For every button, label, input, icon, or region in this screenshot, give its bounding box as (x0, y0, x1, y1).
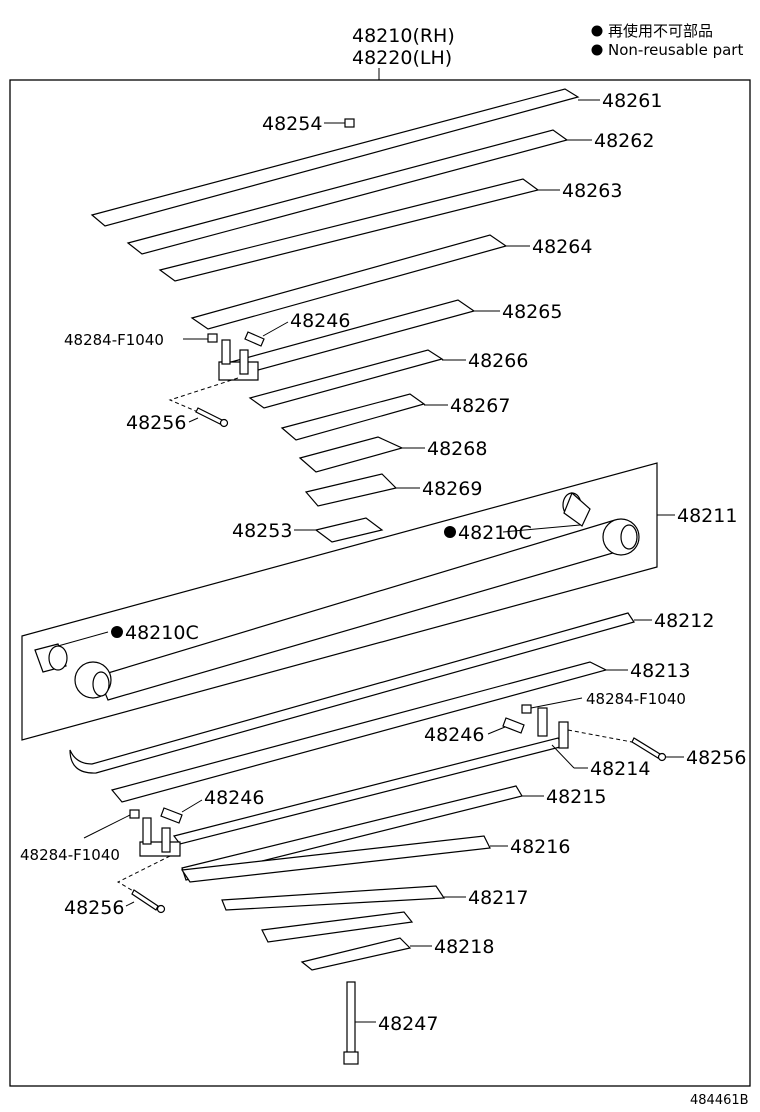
bushing-48210c-left (48, 645, 68, 671)
label-48217: 48217 (468, 887, 528, 909)
leader-48246-lower (181, 799, 203, 813)
leaf-48269 (304, 473, 398, 507)
leaf-48213 (110, 661, 608, 803)
figure-id: 484461B (690, 1093, 749, 1108)
pin-48246-right (502, 717, 525, 734)
label-48262: 48262 (594, 130, 654, 152)
main-leaf-eye-right-hole (620, 524, 638, 550)
leader-48214 (551, 744, 575, 769)
bolt-48256-upper (195, 407, 223, 425)
leaf-48212 (69, 612, 635, 774)
label-48246-lower: 48246 (204, 787, 264, 809)
dash-48256-upper (168, 377, 239, 416)
leaf-48268 (298, 436, 404, 473)
main-leaf-eye-left-hole (92, 671, 110, 697)
label-48211: 48211 (677, 505, 737, 527)
label-48246-right: 48246 (424, 724, 484, 746)
leaf-48217 (221, 885, 446, 911)
diagram-frame (9, 79, 751, 1087)
leader-48210c-right (502, 524, 581, 533)
center-bolt-48247-head (343, 1051, 359, 1065)
pin-48246-lower (160, 807, 183, 824)
bushing-48210c-right-body (563, 491, 591, 527)
leader-48256-upper (188, 417, 199, 423)
title-lh: 48220(LH) (352, 47, 452, 69)
non-reusable-dot-icon (591, 44, 603, 56)
non-reusable-dot-icon (444, 526, 456, 538)
center-bolt-48247 (346, 981, 356, 1055)
bolt-48256-lower (131, 889, 159, 911)
leaf-48216 (180, 835, 491, 883)
label-48213: 48213 (630, 660, 690, 682)
leader-48210c-left (57, 631, 109, 647)
clip-lower-left-ear (161, 827, 171, 853)
leaf-48218 (300, 937, 412, 971)
non-reusable-dot-icon (591, 25, 603, 37)
label-48284-right: 48284-F1040 (586, 690, 686, 708)
plate-48253 (314, 517, 384, 543)
label-48264: 48264 (532, 236, 592, 258)
label-48256-upper: 48256 (126, 412, 186, 434)
leaf-48267 (280, 393, 426, 441)
dash-48256-lower (116, 855, 171, 893)
label-48216: 48216 (510, 836, 570, 858)
title-rh: 48210(RH) (352, 25, 455, 47)
non-reusable-dot-icon (111, 626, 123, 638)
leader-48284-right (530, 697, 583, 709)
label-48267: 48267 (450, 395, 510, 417)
label-48254: 48254 (262, 113, 322, 135)
nut-48284-lower (129, 809, 140, 819)
leader-48246-upper (262, 321, 289, 337)
label-48218: 48218 (434, 936, 494, 958)
clip-upper-ear (221, 339, 231, 365)
nut-48284-upper (207, 333, 218, 343)
bolt-head-48256-right (657, 752, 667, 762)
label-48256-lower: 48256 (64, 897, 124, 919)
assembly-48211-box (21, 462, 658, 741)
leaf-48266 (248, 349, 444, 409)
label-48246-upper: 48246 (290, 310, 350, 332)
label-48256-right: 48256 (686, 747, 746, 769)
clip-48214-ear (537, 707, 548, 737)
label-48269: 48269 (422, 478, 482, 500)
label-48215: 48215 (546, 786, 606, 808)
leader-48284-lower (83, 814, 131, 839)
clip-lower-left-ear (142, 817, 152, 845)
pin-48246-upper (244, 331, 265, 347)
label-48210c-left: 48210C (125, 622, 199, 644)
leader-48256-lower (125, 901, 135, 907)
label-48261: 48261 (602, 90, 662, 112)
nut-48284-right (521, 704, 532, 714)
nut-48254 (344, 118, 355, 128)
bolt-head-48256-upper (219, 418, 229, 428)
label-48284-lower: 48284-F1040 (20, 846, 120, 864)
bolt-head-48256-lower (156, 904, 166, 914)
leaf-48261 (90, 88, 580, 227)
leader-48246-right (487, 726, 506, 735)
label-48247: 48247 (378, 1013, 438, 1035)
leaf-48218-upper (261, 911, 414, 943)
clip-upper (218, 361, 259, 381)
label-48214: 48214 (590, 758, 650, 780)
clip-48214-ear (558, 721, 569, 749)
dash-48256-right (567, 729, 633, 743)
label-48210c-right: 48210C (458, 522, 532, 544)
label-48265: 48265 (502, 301, 562, 323)
label-48212: 48212 (654, 610, 714, 632)
clip-upper-ear (239, 349, 249, 375)
label-48253: 48253 (232, 520, 292, 542)
legend-jp: 再使用不可部品 (608, 22, 713, 40)
label-48284-upper: 48284-F1040 (64, 331, 164, 349)
bolt-48256-right (631, 737, 661, 759)
legend-en: Non-reusable part (608, 41, 743, 59)
label-48268: 48268 (427, 438, 487, 460)
label-48263: 48263 (562, 180, 622, 202)
label-48266: 48266 (468, 350, 528, 372)
